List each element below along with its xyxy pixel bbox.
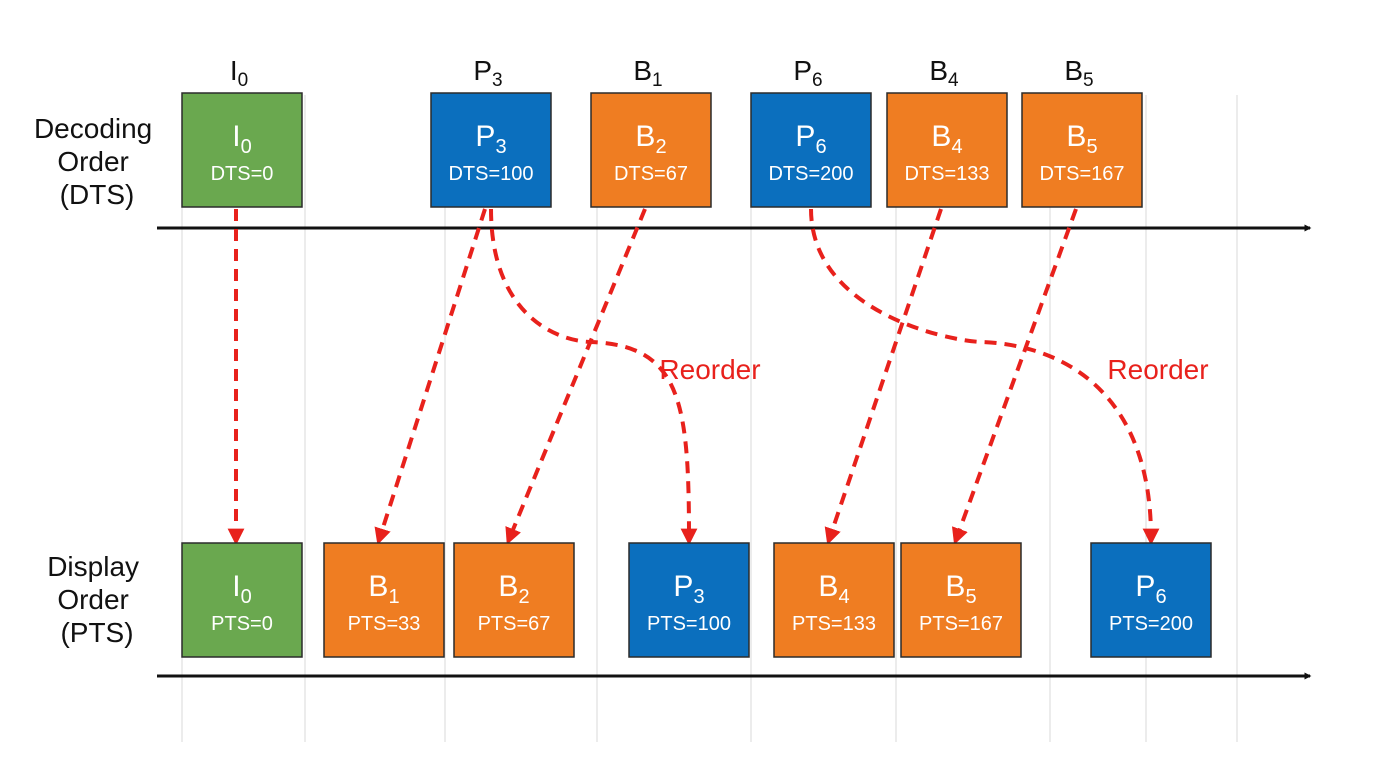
frame-label: I0: [232, 570, 251, 608]
frame-timestamp: PTS=167: [919, 613, 1003, 635]
frame-timestamp: PTS=67: [478, 613, 551, 635]
frame-label: B4: [818, 570, 849, 608]
frame-timestamp: PTS=33: [348, 613, 421, 635]
frame-box: [590, 92, 712, 208]
reorder-arrow-p6-to-p6: [809, 208, 1160, 546]
reorder-arrow-p3-to-b1: [374, 208, 487, 546]
frame-box: [430, 92, 552, 208]
top-frame-label: P6: [793, 55, 822, 91]
frame-box: [1021, 92, 1143, 208]
frame-box: [453, 542, 575, 658]
frame-label: P6: [1135, 570, 1166, 608]
frame-timestamp: PTS=100: [647, 613, 731, 635]
frame-box: [1090, 542, 1212, 658]
frame-label: B2: [498, 570, 529, 608]
display-row-label: Display Order (PTS): [47, 551, 147, 648]
frame-box: [628, 542, 750, 658]
frame-timestamp: PTS=200: [1109, 613, 1193, 635]
reorder-label: Reorder: [1107, 354, 1208, 385]
frame-label: B5: [945, 570, 976, 608]
top-frame-label: I0: [230, 55, 248, 91]
frame-box: [323, 542, 445, 658]
frame-label: P6: [795, 120, 826, 158]
decoding-frames: I0DTS=0P3DTS=100B2DTS=67P6DTS=200B4DTS=1…: [181, 92, 1143, 208]
top-frame-label: B1: [633, 55, 662, 91]
frame-box: [181, 542, 303, 658]
decoding-row-label: Decoding Order (DTS): [34, 113, 160, 210]
frame-box: [900, 542, 1022, 658]
frame-timestamp: DTS=167: [1039, 163, 1124, 185]
reorder-arrow-b5-to-b5: [951, 208, 1078, 545]
display-frames: I0PTS=0B1PTS=33B2PTS=67P3PTS=100B4PTS=13…: [181, 542, 1212, 658]
reorder-arrow-b2-to-b2: [505, 208, 647, 545]
reorder-arrow-b4-to-b4: [824, 208, 943, 545]
top-frame-label: P3: [473, 55, 502, 91]
reorder-label: Reorder: [659, 354, 760, 385]
frame-label: B1: [368, 570, 399, 608]
frame-timestamp: DTS=0: [211, 163, 274, 185]
top-frame-label: B4: [929, 55, 959, 91]
frame-timestamp: DTS=200: [768, 163, 853, 185]
top-frame-label: B5: [1064, 55, 1093, 91]
frame-box: [773, 542, 895, 658]
frame-box: [886, 92, 1008, 208]
frame-timestamp: PTS=133: [792, 613, 876, 635]
frame-label: B5: [1066, 120, 1097, 158]
frame-timestamp: DTS=100: [448, 163, 533, 185]
frame-label: B2: [635, 120, 666, 158]
decoding-top-labels: I0 P3 B1 P6 B4 B5: [230, 55, 1094, 91]
reorder-arrow-p3-to-p3: [489, 208, 698, 546]
frame-box: [181, 92, 303, 208]
frame-box: [750, 92, 872, 208]
frame-label: P3: [475, 120, 506, 158]
frame-timestamp: DTS=133: [904, 163, 989, 185]
frame-label: I0: [232, 120, 251, 158]
frame-timestamp: PTS=0: [211, 613, 273, 635]
reorder-arrows: [227, 208, 1160, 546]
frame-label: P3: [673, 570, 704, 608]
frame-label: B4: [931, 120, 962, 158]
frame-timestamp: DTS=67: [614, 163, 688, 185]
